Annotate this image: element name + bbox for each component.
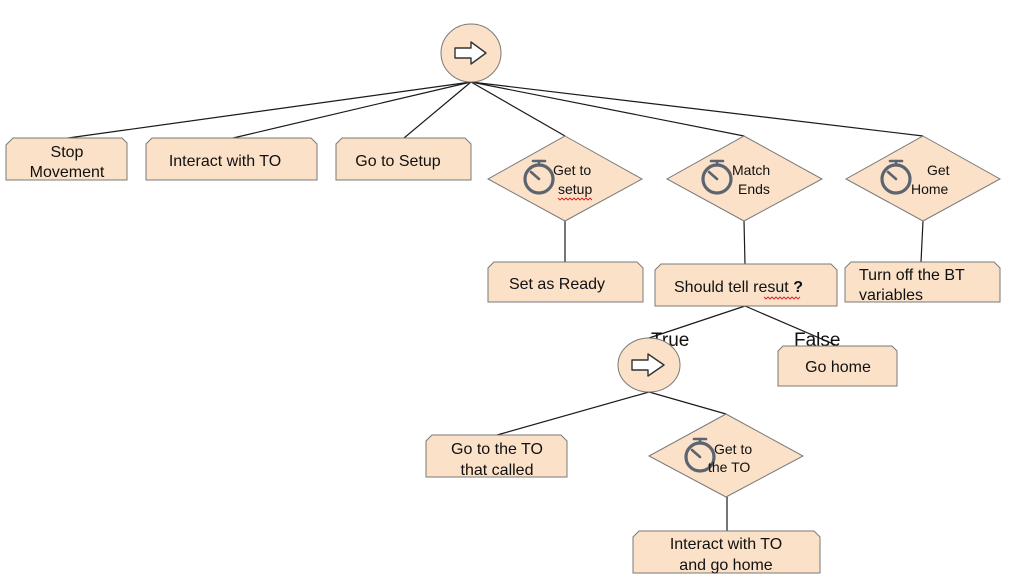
decorator-label: Get (927, 162, 950, 178)
action-label: Set as Ready (509, 276, 605, 293)
action-interact-with-to: Interact with TO (145, 137, 318, 181)
timer-icon (684, 437, 716, 473)
decorator-label: Get to (714, 441, 752, 457)
decorator-match-ends: Match Ends (665, 135, 824, 222)
action-go-home: Go home (777, 345, 898, 387)
edge-get-home-turn-off (920, 220, 924, 263)
decorator-label: Match (732, 162, 770, 178)
action-label: variables (859, 287, 923, 304)
timer-icon (880, 159, 912, 195)
action-set-as-ready: Set as Ready (487, 261, 644, 303)
decorator-label: setup (558, 181, 592, 197)
root-sequence-node (440, 23, 502, 83)
right-arrow-icon (454, 41, 487, 65)
timer-icon (523, 159, 555, 195)
action-go-to-setup: Go to Setup (335, 137, 472, 181)
condition-label: Should tell resut ? (674, 279, 803, 296)
action-label: Stop (51, 144, 84, 161)
decorator-get-to-the-to: Get to the TO (647, 413, 805, 498)
action-go-to-the-to: Go to the TO that called (425, 434, 568, 479)
edge-seq-go-to-to (496, 391, 650, 436)
decorator-get-home: Get Home (844, 135, 1002, 222)
action-label: Go home (805, 359, 871, 376)
edge-root-stop-movement (67, 81, 472, 139)
spellcheck-underline (557, 197, 593, 201)
action-interact-and-go-home: Interact with TO and go home (632, 530, 821, 574)
action-label: that called (461, 462, 534, 479)
action-turn-off-bt-variables: Turn off the BT variables (844, 261, 1001, 304)
edge-root-match-ends (470, 81, 745, 137)
action-label: Turn off the BT (859, 267, 965, 284)
edge-root-go-setup (403, 81, 472, 139)
edge-should-tell-true (648, 305, 746, 339)
decorator-label: the TO (708, 459, 750, 475)
action-label: Interact with TO (670, 536, 782, 553)
decorator-label: Home (911, 181, 949, 197)
edge-root-interact-to (232, 81, 472, 139)
action-label: Movement (30, 164, 105, 181)
condition-should-tell-result: Should tell resut ? (654, 263, 838, 307)
timer-icon (701, 159, 733, 195)
action-stop-movement: Stop Movement (5, 137, 128, 181)
action-label: Go to Setup (355, 153, 440, 170)
edges (67, 81, 924, 531)
sub-sequence-node (617, 337, 681, 393)
decorator-get-to-setup: Get to setup (486, 135, 644, 222)
right-arrow-icon (631, 353, 665, 377)
edge-root-get-home (470, 81, 924, 137)
decorator-label: Ends (738, 181, 770, 197)
decorator-label: Get to (553, 162, 591, 178)
edge-seq-get-to-to (648, 391, 727, 415)
edge-root-get-to-setup (470, 81, 566, 137)
action-label: Go to the TO (451, 441, 543, 458)
spellcheck-underline (763, 296, 801, 300)
edge-should-tell-false (744, 305, 839, 347)
action-label: Interact with TO (169, 153, 281, 170)
action-label: and go home (679, 557, 773, 574)
edge-match-ends-should-tell (743, 220, 746, 265)
